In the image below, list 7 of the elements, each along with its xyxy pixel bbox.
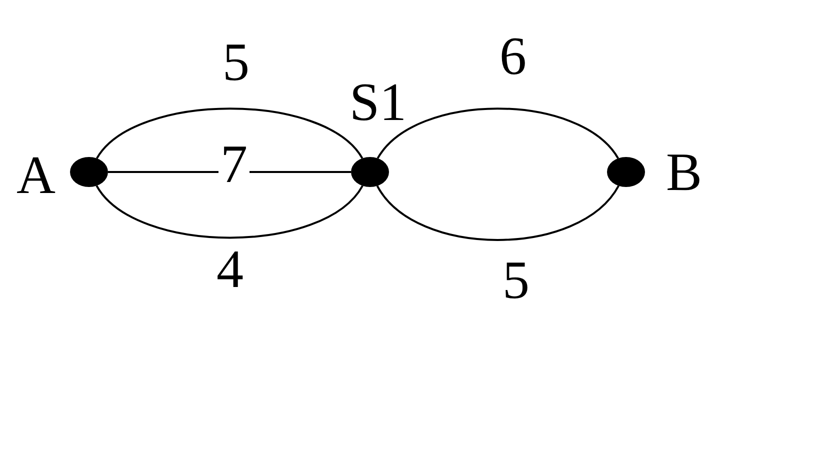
edge-line xyxy=(376,185,620,241)
vertex-label: A xyxy=(16,148,56,202)
edge-line xyxy=(376,108,619,159)
vertex-label: B xyxy=(666,145,702,199)
edge-line xyxy=(96,108,364,159)
vertex-label: S1 xyxy=(349,75,407,129)
edge-line xyxy=(96,185,364,239)
